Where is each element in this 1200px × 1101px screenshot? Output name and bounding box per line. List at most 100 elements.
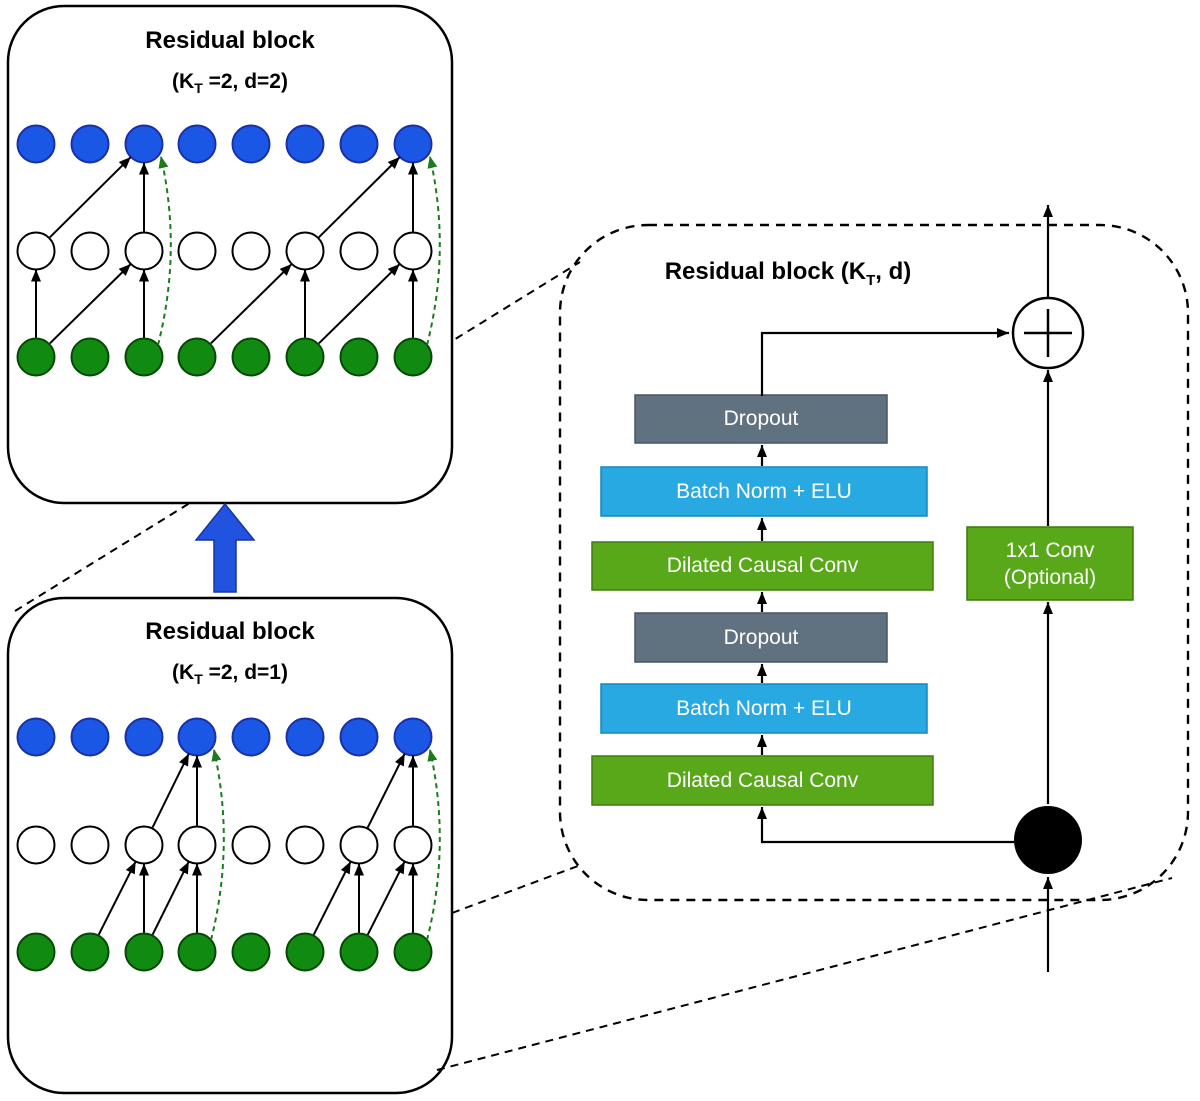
node-white <box>393 825 433 865</box>
node-white <box>231 825 271 865</box>
batchnorm-layer-label-1: Batch Norm + ELU <box>676 480 852 503</box>
dropout-layer-box-2 <box>634 612 888 663</box>
node-blue <box>393 124 433 164</box>
node-blue <box>339 124 379 164</box>
node-green <box>339 932 379 972</box>
conv-edge <box>97 861 137 936</box>
zoom-connector-bottom <box>436 877 1173 1071</box>
residual-block-d1-panel <box>6 596 454 1095</box>
node-blue <box>16 717 56 757</box>
zoom-connector-middle <box>451 865 579 914</box>
conv-edge <box>49 156 132 238</box>
node-white <box>285 231 325 271</box>
node-blue <box>393 717 433 757</box>
title-text: , d) <box>875 258 912 285</box>
title-text: Residual block (K <box>664 258 867 285</box>
node-white <box>393 231 433 271</box>
node-green <box>285 932 325 972</box>
sum-plus-icon <box>1011 296 1085 370</box>
conv-edge <box>318 156 401 238</box>
node-blue <box>285 124 325 164</box>
block-stack-arrow <box>194 502 256 593</box>
param-text: (K <box>172 661 195 684</box>
conv-edge <box>366 861 406 936</box>
conv-edge <box>210 263 293 345</box>
node-green <box>177 337 217 377</box>
dropout-layer-box-1 <box>634 394 888 444</box>
residual-block-d1-title: Residual block <box>145 618 315 645</box>
node-blue <box>231 124 271 164</box>
conv-edge <box>151 861 190 935</box>
node-green <box>16 337 56 377</box>
input-split-dot-icon <box>1014 806 1082 874</box>
residual-block-d1-params: (KT =2, d=1) <box>10 661 450 687</box>
node-green <box>124 932 164 972</box>
node-green <box>70 932 110 972</box>
node-green <box>16 932 56 972</box>
conv-edge <box>318 263 401 345</box>
node-blue <box>177 717 217 757</box>
node-white <box>70 231 110 271</box>
node-white <box>16 825 56 865</box>
node-white <box>124 231 164 271</box>
one-by-one-conv-label: 1x1 Conv (Optional) <box>967 527 1133 600</box>
node-blue <box>231 717 271 757</box>
conv-edge <box>366 753 406 829</box>
node-blue <box>177 124 217 164</box>
node-green <box>285 337 325 377</box>
node-blue <box>339 717 379 757</box>
conv-layer-box-2 <box>591 755 934 806</box>
param-subscript: T <box>194 80 203 97</box>
residual-block-d2-panel <box>6 4 454 505</box>
residual-block-d2-title: Residual block <box>145 27 315 54</box>
input-to-conv-elbow <box>757 807 1014 844</box>
conv-layer-box-1 <box>591 541 934 591</box>
node-white <box>124 825 164 865</box>
param-subscript: T <box>194 671 203 688</box>
node-blue <box>124 124 164 164</box>
batchnorm-layer-label-2: Batch Norm + ELU <box>676 697 852 720</box>
batchnorm-layer-box-2 <box>600 683 928 734</box>
conv-layer-label-2: Dilated Causal Conv <box>666 769 859 792</box>
node-grid-d1 <box>16 717 441 972</box>
node-white <box>285 825 325 865</box>
node-white <box>70 825 110 865</box>
node-green <box>177 932 217 972</box>
param-text: =2, d=1) <box>202 661 288 684</box>
expanded-block-title: Residual block (KT, d) <box>588 258 988 289</box>
conv-edge <box>151 753 190 828</box>
node-green <box>393 337 433 377</box>
node-blue <box>285 717 325 757</box>
node-blue <box>70 124 110 164</box>
one-by-one-conv-box <box>966 526 1134 601</box>
dropout-layer-label-1: Dropout <box>723 407 799 430</box>
param-text: =2, d=2) <box>202 70 288 93</box>
title-subscript: T <box>866 271 876 289</box>
batchnorm-layer-box-1 <box>600 466 928 517</box>
conv-layer-label-1: Dilated Causal Conv <box>666 554 859 577</box>
node-green <box>231 932 271 972</box>
expanded-block-outline <box>558 223 1190 902</box>
node-white <box>177 231 217 271</box>
node-white <box>177 825 217 865</box>
skip-label-line1: 1x1 Conv <box>1005 538 1095 562</box>
dropout-layer-label-2: Dropout <box>723 626 799 649</box>
node-blue <box>124 717 164 757</box>
node-white <box>16 231 56 271</box>
node-green <box>231 337 271 377</box>
node-white <box>339 825 379 865</box>
residual-block-d2-params: (KT =2, d=2) <box>10 70 450 96</box>
zoom-connector-top <box>14 261 581 612</box>
node-green <box>339 337 379 377</box>
conv-edge <box>49 263 132 345</box>
node-white <box>339 231 379 271</box>
node-blue <box>16 124 56 164</box>
node-blue <box>70 717 110 757</box>
param-text: (K <box>172 70 195 93</box>
skip-label-line2: (Optional) <box>1003 565 1097 589</box>
conv-edge <box>312 861 352 936</box>
node-green <box>393 932 433 972</box>
node-green <box>124 337 164 377</box>
